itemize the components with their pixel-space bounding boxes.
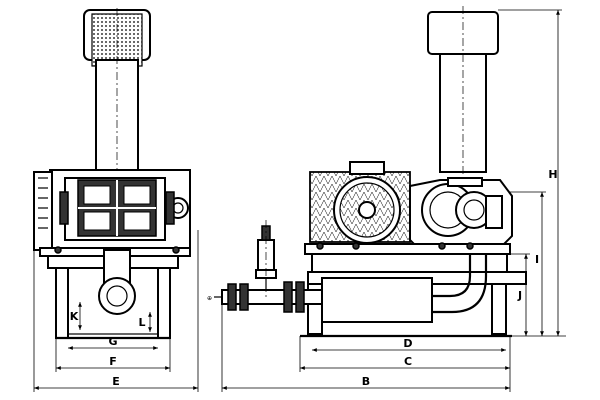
label-B: B: [362, 375, 370, 388]
label-C: C: [404, 355, 412, 368]
dim-F: F: [56, 355, 170, 370]
dim-L: L: [138, 312, 152, 332]
front-base-frame: [39, 246, 191, 340]
dim-G: G: [68, 335, 158, 350]
dim-H: H: [498, 9, 562, 336]
label-F: F: [109, 355, 117, 368]
dim-C: C: [300, 355, 510, 370]
dim-J: J: [506, 253, 566, 337]
label-H: H: [548, 168, 557, 181]
dim-I: I: [510, 191, 546, 336]
label-E: E: [112, 375, 120, 388]
dim-E: E: [33, 230, 199, 392]
label-L: L: [138, 316, 145, 329]
side-relief-valve: [255, 220, 277, 300]
side-intake-silencer: [427, 6, 499, 190]
front-view: K L G F E: [33, 8, 199, 392]
label-D: D: [403, 337, 412, 350]
label-J: J: [517, 289, 522, 302]
label-I: I: [535, 253, 539, 266]
front-blower-body: [33, 169, 191, 251]
dim-B: B: [221, 304, 511, 392]
front-intake-silencer: [83, 8, 151, 250]
label-K: K: [70, 310, 79, 323]
side-belt-guard: [409, 177, 513, 251]
side-motor: [309, 161, 411, 244]
dim-K: K: [70, 302, 82, 330]
side-view: ⊕ H I J D: [207, 6, 566, 392]
svg-text:⊕: ⊕: [207, 295, 212, 302]
dim-D: D: [312, 337, 506, 352]
label-G: G: [108, 335, 117, 348]
side-outlet-pipe: ⊕: [207, 281, 323, 313]
